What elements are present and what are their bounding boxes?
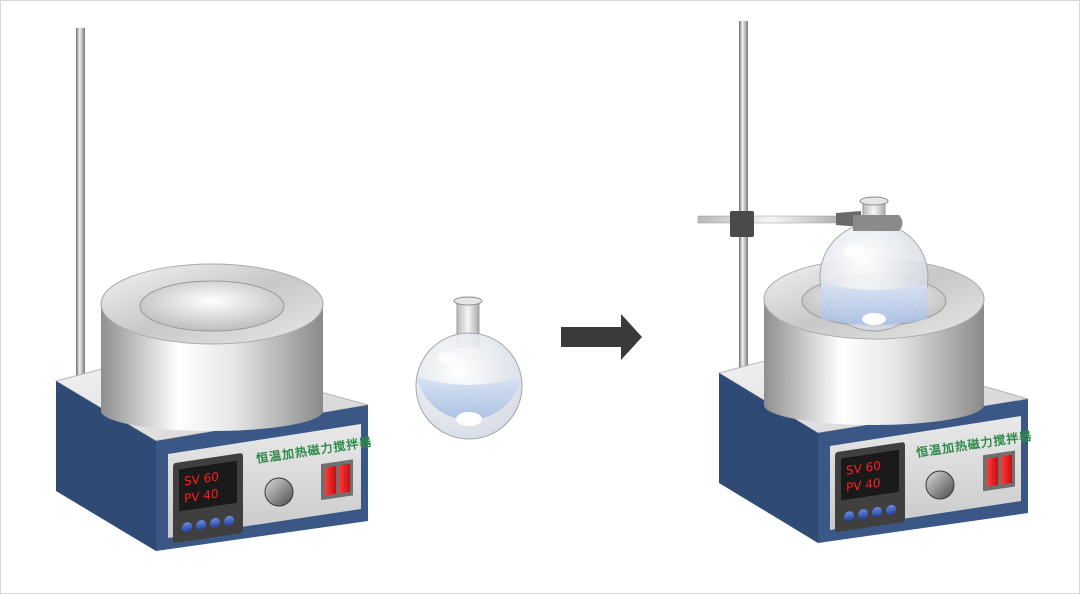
left-support-rod xyxy=(76,28,85,408)
seated-flask-mouth xyxy=(859,196,889,206)
flask-gloss xyxy=(438,352,458,364)
left-stirrer: SV 60 PV 40 恒温加热磁力搅拌器 xyxy=(54,28,373,551)
left-display-sv: SV 60 xyxy=(184,470,219,489)
left-switch-a[interactable] xyxy=(325,465,336,496)
flask-highlight xyxy=(456,412,482,426)
right-switch-b[interactable] xyxy=(1001,454,1012,485)
left-mantle-well xyxy=(139,280,285,332)
right-display-pv: PV 40 xyxy=(846,476,880,495)
flask-mouth xyxy=(453,296,483,306)
clamp-boss-head[interactable] xyxy=(730,211,754,237)
right-display-sv: SV 60 xyxy=(846,459,881,478)
round-button-icon[interactable] xyxy=(182,521,192,533)
seated-flask-gloss xyxy=(843,245,865,257)
knob-icon[interactable] xyxy=(264,477,294,507)
seated-flask-highlight xyxy=(862,313,886,325)
round-button-icon[interactable] xyxy=(886,504,896,516)
seated-flask xyxy=(819,196,929,332)
seated-flask-liquid xyxy=(821,283,927,325)
clamp-arm xyxy=(697,215,847,224)
round-bottom-flask xyxy=(415,296,523,440)
left-switch-b[interactable] xyxy=(339,463,350,494)
round-button-icon[interactable] xyxy=(196,519,206,531)
flask-liquid xyxy=(417,377,521,420)
round-button-icon[interactable] xyxy=(872,506,882,518)
left-base-side xyxy=(56,381,156,551)
right-mantle-bottom xyxy=(764,385,984,425)
right-base-side xyxy=(719,373,818,543)
clamp-holder xyxy=(853,215,903,231)
round-button-icon[interactable] xyxy=(858,508,868,520)
left-mantle-bottom xyxy=(101,391,323,431)
knob-icon[interactable] xyxy=(925,470,955,500)
round-button-icon[interactable] xyxy=(844,511,854,522)
round-button-icon[interactable] xyxy=(210,517,220,529)
left-display-screen xyxy=(179,460,237,512)
round-button-icon[interactable] xyxy=(224,515,234,526)
right-arrow-icon xyxy=(561,314,642,360)
right-stirrer: SV 60 PV 40 恒温加热磁力搅拌器 xyxy=(697,21,1033,543)
right-display-screen xyxy=(841,449,899,501)
left-display-pv: PV 40 xyxy=(184,487,218,506)
right-switch-a[interactable] xyxy=(987,456,998,487)
